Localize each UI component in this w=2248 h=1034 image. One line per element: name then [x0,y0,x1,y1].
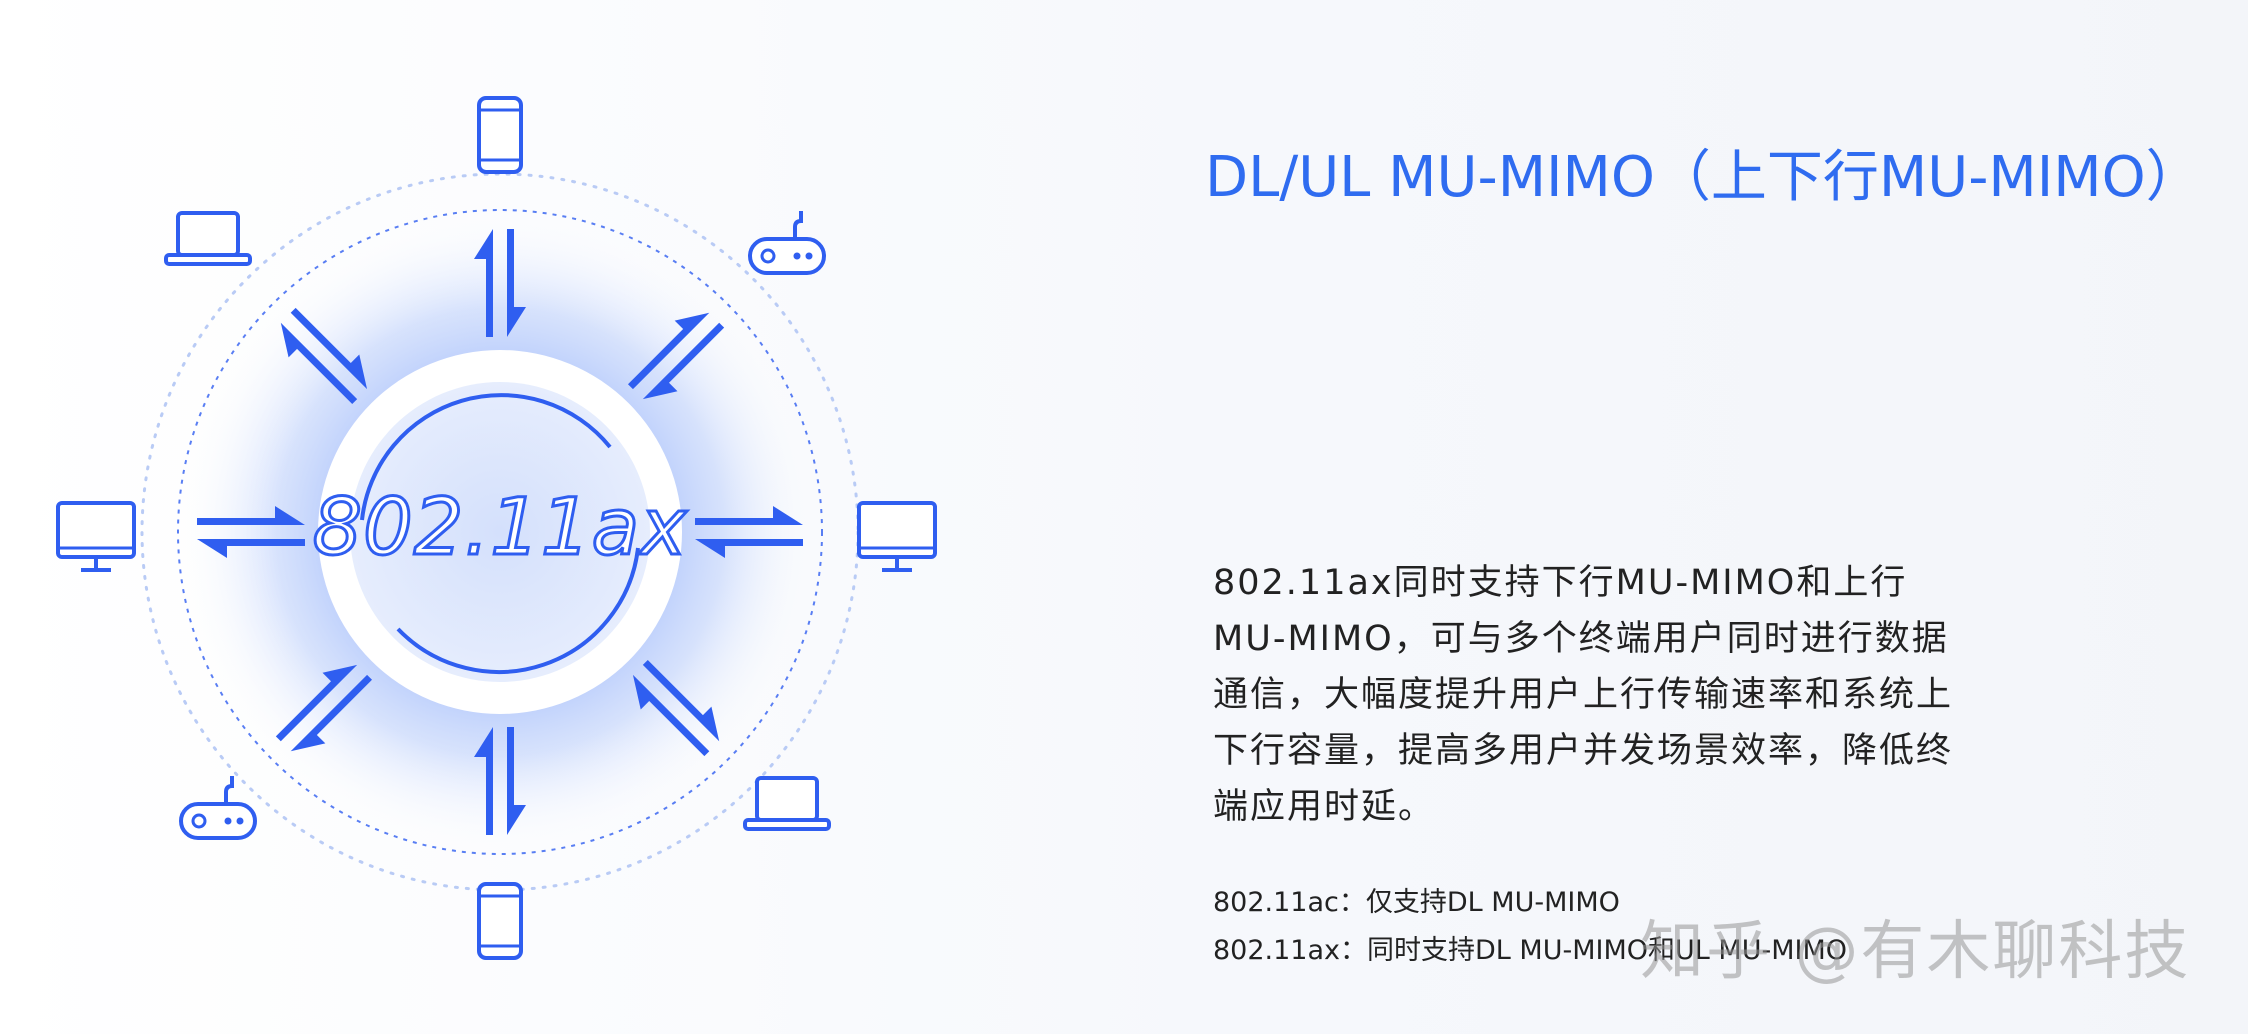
inner-dashed-ring [177,209,823,855]
description-paragraph: 802.11ax同时支持下行MU-MIMO和上行MU-MIMO，可与多个终端用户… [1213,563,1954,827]
gamepad-icon [179,774,257,840]
center-arc-top [360,393,612,521]
monitor-icon [857,501,937,572]
note-80211ax: 802.11ax：同时支持DL MU-MIMO和UL MU-MIMO [1213,935,1848,966]
phone-icon [477,96,523,174]
laptop-icon [743,776,831,831]
center-arc-bottom [396,547,640,674]
laptop-icon [164,211,252,266]
page-title: DL/UL MU-MIMO（上下行MU-MIMO） [1205,145,2202,210]
center-label: 802.11ax [313,483,688,573]
center-core [350,382,650,682]
monitor-icon [56,501,136,572]
phone-icon [477,882,523,960]
zhihu-watermark: 知乎 @有木聊科技 [1640,915,2191,989]
gamepad-icon [748,209,826,275]
note-80211ac: 802.11ac：仅支持DL MU-MIMO [1213,887,1620,918]
mu-mimo-diagram: 802.11ax [56,96,937,960]
